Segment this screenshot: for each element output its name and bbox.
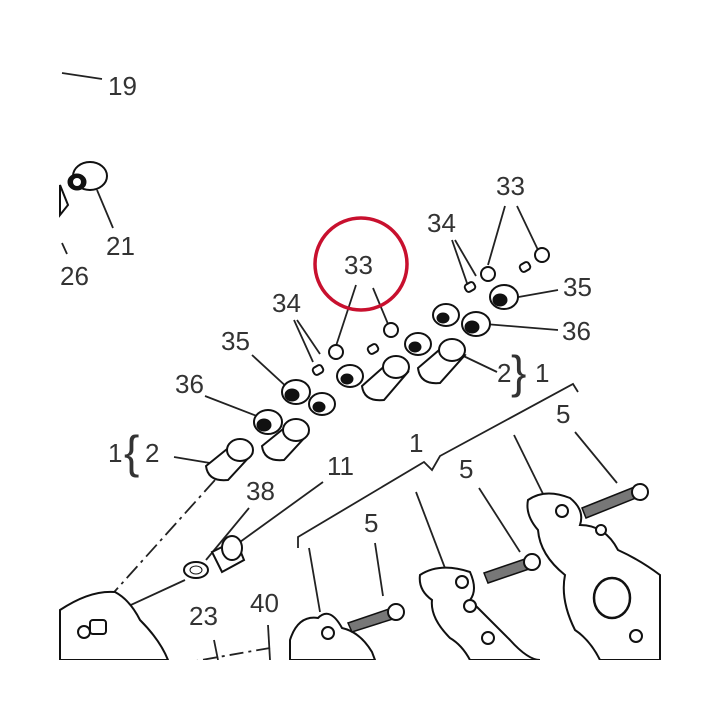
brace-right: } [511,346,526,398]
label-35-right: 35 [563,272,592,302]
label-33-top: 33 [496,171,525,201]
label-1-right: 1 [535,358,549,388]
label-5-a: 5 [364,508,378,538]
label-36-left: 36 [175,369,204,399]
label-36-right: 36 [562,316,591,346]
label-34-left: 34 [272,288,301,318]
callout-labels: 19 21 26 33 33 34 34 35 35 36 36 2 } 1 1… [60,71,592,631]
group-1-bracket [297,382,579,548]
part-38-11 [183,535,246,579]
label-40: 40 [250,588,279,618]
part-1-knuckle-middle [418,553,541,661]
part-23-casting [59,590,170,661]
label-35-left: 35 [221,326,250,356]
leader-lines [59,72,618,663]
brace-left: { [124,426,139,478]
part-21-bushing [59,161,108,218]
label-26: 26 [60,261,89,291]
upper-parts-row [204,247,550,482]
label-19: 19 [108,71,137,101]
part-1-knuckle-right [526,483,661,661]
label-2-left: 2 [145,438,159,468]
label-1-bottom: 1 [409,428,423,458]
label-5-c: 5 [556,399,570,429]
part-1-knuckle-left [289,603,405,661]
label-5-b: 5 [459,454,473,484]
highlight-circle [313,216,409,312]
label-34-right: 34 [427,208,456,238]
label-38: 38 [246,476,275,506]
label-2-right: 2 [497,358,511,388]
label-1-left: 1 [108,438,122,468]
label-21: 21 [106,231,135,261]
label-23: 23 [189,601,218,631]
label-33-circled: 33 [344,250,373,280]
label-11: 11 [327,451,354,481]
